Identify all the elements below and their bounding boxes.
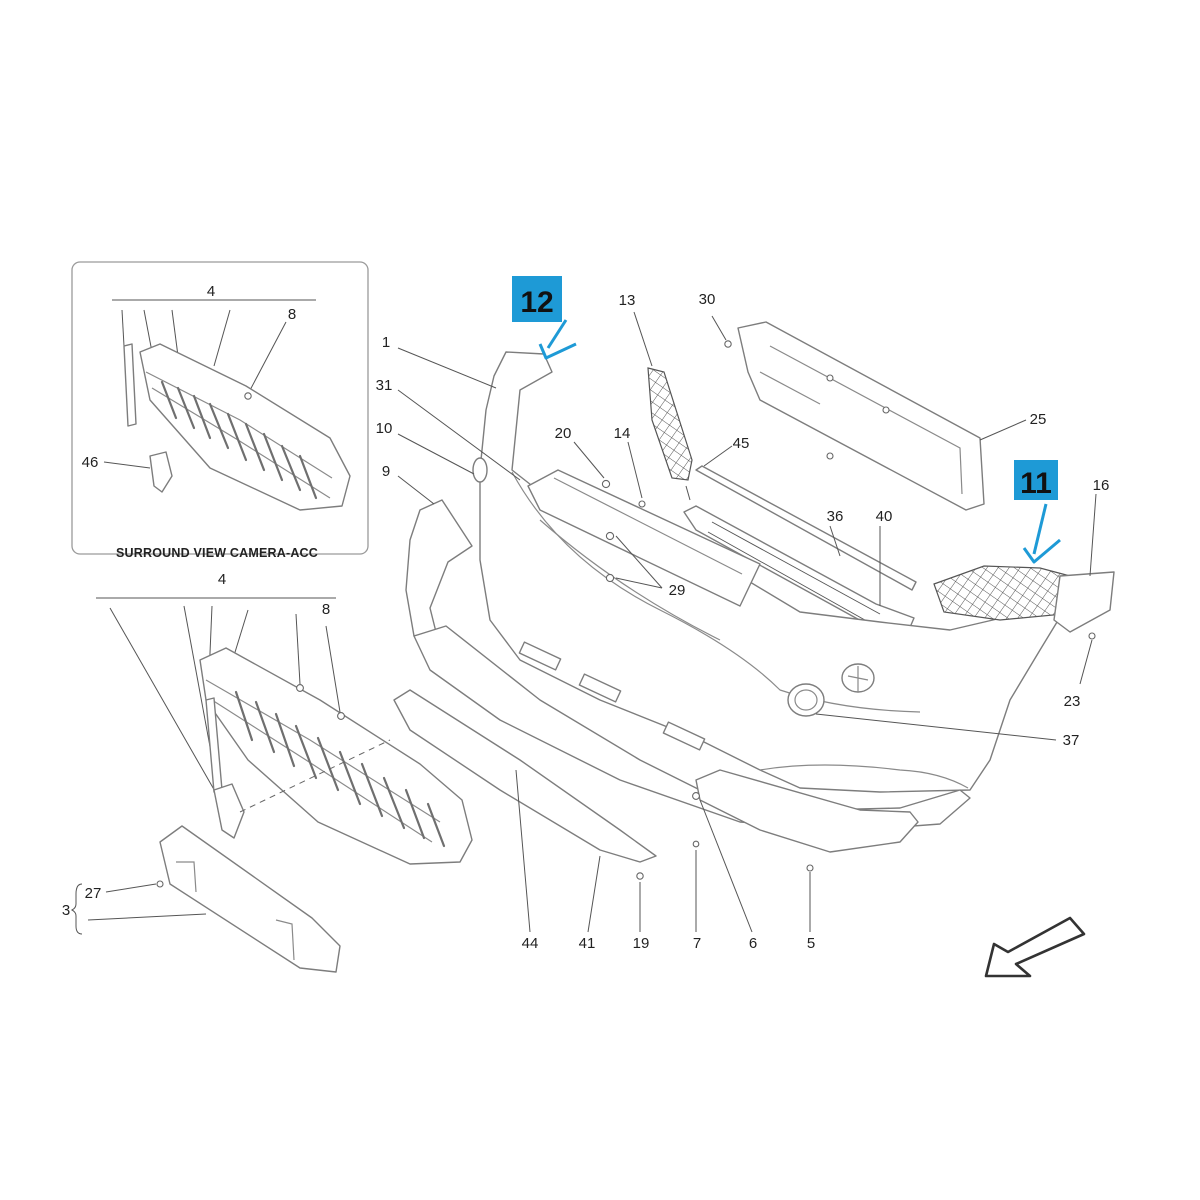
callout-41: 41 xyxy=(579,935,596,952)
direction-arrow-icon xyxy=(984,916,1086,978)
inset-label-4: 4 xyxy=(207,283,215,300)
inset-caption: SURROUND VIEW CAMERA-ACC xyxy=(116,546,318,560)
callout-37: 37 xyxy=(1063,732,1080,749)
callout-25: 25 xyxy=(1030,411,1047,428)
bumper-cover xyxy=(397,347,1069,793)
callout-44: 44 xyxy=(522,935,539,952)
skid-plate-41 xyxy=(393,689,657,933)
highlight-tag-12: 12 xyxy=(512,276,577,360)
reinforcement-beam xyxy=(527,469,761,607)
callout-1: 1 xyxy=(382,334,390,351)
callout-31: 31 xyxy=(376,377,393,394)
callout-36: 36 xyxy=(827,508,844,525)
screw-20 xyxy=(573,441,611,489)
fastener-7 xyxy=(692,840,700,932)
callout-30: 30 xyxy=(699,291,716,308)
inset-grille-slats xyxy=(160,380,318,500)
callout-5: 5 xyxy=(807,935,815,952)
inset-label-8: 8 xyxy=(288,306,296,323)
screw-30 xyxy=(711,315,732,348)
fastener-6 xyxy=(692,792,753,933)
spoiler-vents xyxy=(518,641,706,751)
callout-13: 13 xyxy=(619,292,636,309)
callout-23: 23 xyxy=(1064,693,1081,710)
callout-4: 4 xyxy=(218,571,226,588)
screw-14 xyxy=(627,441,646,508)
side-grille-11 xyxy=(933,493,1115,685)
callout-45: 45 xyxy=(733,435,750,452)
inset-panel: 4 8 46 SURROUND VIEW CAMERA-ACC xyxy=(71,261,369,560)
callout-20: 20 xyxy=(555,425,572,442)
callout-6: 6 xyxy=(749,935,757,952)
energy-absorber xyxy=(737,321,1027,511)
spoiler-frame-9 xyxy=(397,475,971,831)
trim-strip-45 xyxy=(685,445,917,591)
inset-label-46: 46 xyxy=(82,454,99,471)
callout-16: 16 xyxy=(1093,477,1110,494)
plate-bracket xyxy=(70,825,341,973)
mesh-insert-13 xyxy=(633,311,693,481)
callout-10: 10 xyxy=(376,420,393,437)
main-grille xyxy=(96,597,473,865)
callout-8: 8 xyxy=(322,601,330,618)
callout-3: 3 xyxy=(62,902,70,919)
highlight-label-12: 12 xyxy=(520,286,553,319)
callout-29: 29 xyxy=(669,582,686,599)
callout-27: 27 xyxy=(85,885,102,902)
callout-19: 19 xyxy=(633,935,650,952)
fastener-19 xyxy=(636,872,644,932)
callout-14: 14 xyxy=(614,425,631,442)
main-grille-slats xyxy=(234,690,446,848)
callout-7: 7 xyxy=(693,935,701,952)
highlight-label-11: 11 xyxy=(1020,467,1052,500)
lower-lip-5 xyxy=(695,769,919,932)
inset-grille xyxy=(123,343,351,511)
highlight-tag-11: 11 xyxy=(1014,460,1061,564)
callout-9: 9 xyxy=(382,463,390,480)
callout-40: 40 xyxy=(876,508,893,525)
